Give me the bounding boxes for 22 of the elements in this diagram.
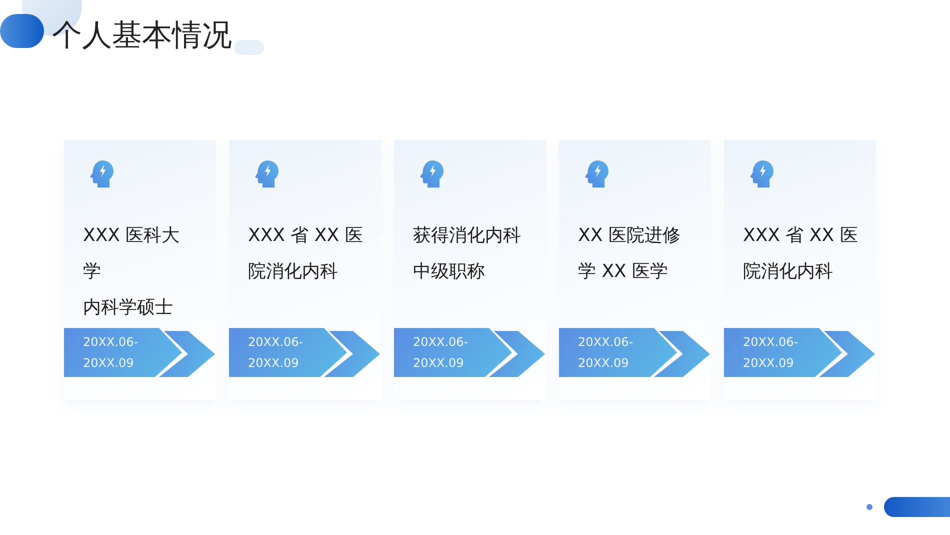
card-text: 内科学硕士 — [83, 296, 174, 320]
date-text: 20XX.06- 20XX.09 — [413, 334, 470, 372]
card-text: XXX 省 XX 医院消化内科 — [248, 224, 364, 284]
chevron-banner — [724, 328, 876, 377]
info-card — [64, 140, 216, 400]
date-text: 20XX.06- 20XX.09 — [578, 334, 634, 372]
info-card — [559, 140, 711, 400]
chevron-banner — [394, 328, 546, 377]
chevron-banner — [64, 328, 216, 377]
info-card — [394, 140, 546, 400]
card-text: XX 医院进修学 XX 医学 — [578, 224, 682, 284]
chevron-banner — [559, 328, 711, 377]
card-text: XXX 医科大学 — [83, 224, 181, 284]
date-text: 20XX.06- 20XX.09 — [248, 334, 304, 372]
info-card — [229, 140, 381, 400]
info-card — [724, 140, 876, 400]
chevron-banner — [229, 328, 381, 377]
date-text: 20XX.06- 20XX.09 — [83, 334, 140, 372]
card-text: 获得消化内科中级职称 — [413, 224, 522, 284]
date-text: 20XX.06- 20XX.09 — [743, 334, 800, 372]
slide-title: 个人基本情况 — [52, 18, 232, 54]
card-text: XXX 省 XX 医院消化内科 — [743, 224, 859, 284]
